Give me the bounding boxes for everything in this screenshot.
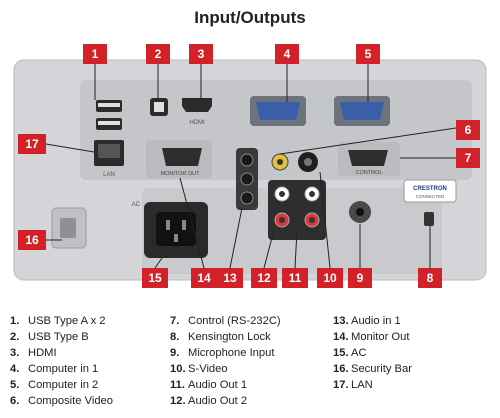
legend-column-1: 1.USB Type A x 2 2.USB Type B 3.HDMI 4.C…: [10, 313, 113, 409]
svg-text:7: 7: [465, 151, 472, 165]
legend-item: 16.Security Bar: [333, 363, 412, 375]
callout-17: 17: [18, 134, 46, 154]
control-rs232-port: [348, 150, 388, 166]
hdmi-port: [182, 98, 212, 112]
callout-9: 9: [348, 268, 372, 288]
svg-text:17: 17: [25, 137, 39, 151]
svg-text:11: 11: [289, 271, 302, 285]
kensington-lock-slot: [424, 212, 434, 226]
legend-item: 8.Kensington Lock: [170, 331, 271, 343]
callout-5: 5: [356, 44, 380, 64]
legend-item: 14.Monitor Out: [333, 331, 410, 343]
legend-item: 4.Computer in 1: [10, 363, 99, 375]
callout-6: 6: [456, 120, 480, 140]
svg-text:9: 9: [357, 271, 364, 285]
lan-label: LAN: [103, 172, 115, 178]
legend-item: 7.Control (RS-232C): [170, 315, 281, 327]
crestron-label: CRESTRON: [413, 186, 447, 192]
svg-text:1: 1: [92, 47, 99, 61]
callout-14: 14: [191, 268, 217, 288]
callout-15: 15: [142, 268, 168, 288]
svg-text:15: 15: [148, 271, 162, 285]
svg-text:10: 10: [323, 271, 337, 285]
hdmi-label: HDMI: [189, 120, 205, 126]
legend-item: 11.Audio Out 1: [170, 379, 248, 391]
page-title: Input/Outputs: [194, 8, 306, 27]
legend-item: 1.USB Type A x 2: [10, 315, 106, 327]
callout-16: 16: [18, 230, 46, 250]
legend-item: 9.Microphone Input: [170, 347, 275, 359]
svg-text:5: 5: [365, 47, 372, 61]
callout-11: 11: [282, 268, 308, 288]
legend-item: 2.USB Type B: [10, 331, 89, 343]
legend-item: 13.Audio in 1: [333, 315, 401, 327]
monitor-out-label: MONITOR OUT: [160, 171, 200, 177]
projector-rear-panel: LAN HDMI MONITOR OUT CONTROL CRESTRON CO…: [13, 44, 487, 288]
control-label: CONTROL: [356, 170, 383, 176]
svg-text:14: 14: [197, 271, 211, 285]
legend-item: 12.Audio Out 2: [170, 395, 248, 407]
ac-label: AC: [132, 202, 141, 208]
callout-2: 2: [146, 44, 170, 64]
computer-in-1-port: [256, 102, 300, 120]
svg-text:4: 4: [284, 47, 291, 61]
svg-text:13: 13: [223, 271, 237, 285]
legend-item: 10.S-Video: [170, 363, 228, 375]
computer-in-2-port: [340, 102, 384, 120]
callout-12: 12: [251, 268, 277, 288]
callout-4: 4: [275, 44, 299, 64]
svg-text:3: 3: [198, 47, 205, 61]
legend-item: 17.LAN: [333, 379, 373, 391]
svg-text:2: 2: [155, 47, 162, 61]
svg-text:8: 8: [427, 271, 434, 285]
svg-text:6: 6: [465, 123, 472, 137]
legend-item: 6.Composite Video: [10, 395, 113, 407]
monitor-out-port: [162, 148, 202, 166]
legend-item: 5.Computer in 2: [10, 379, 99, 391]
legend-item: 3.HDMI: [10, 347, 57, 359]
callout-13: 13: [217, 268, 243, 288]
callout-7: 7: [456, 148, 480, 168]
legend-item: 15.AC: [333, 347, 367, 359]
crestron-sub-label: CONNECTED: [416, 194, 445, 199]
callout-1: 1: [83, 44, 107, 64]
callout-8: 8: [418, 268, 442, 288]
legend-column-2: 7.Control (RS-232C) 8.Kensington Lock 9.…: [170, 313, 281, 409]
svg-text:12: 12: [257, 271, 271, 285]
legend-column-3: 13.Audio in 1 14.Monitor Out 15.AC 16.Se…: [333, 313, 412, 393]
callout-10: 10: [317, 268, 343, 288]
svg-text:16: 16: [25, 233, 39, 247]
crestron-badge: [403, 179, 457, 203]
callout-3: 3: [189, 44, 213, 64]
